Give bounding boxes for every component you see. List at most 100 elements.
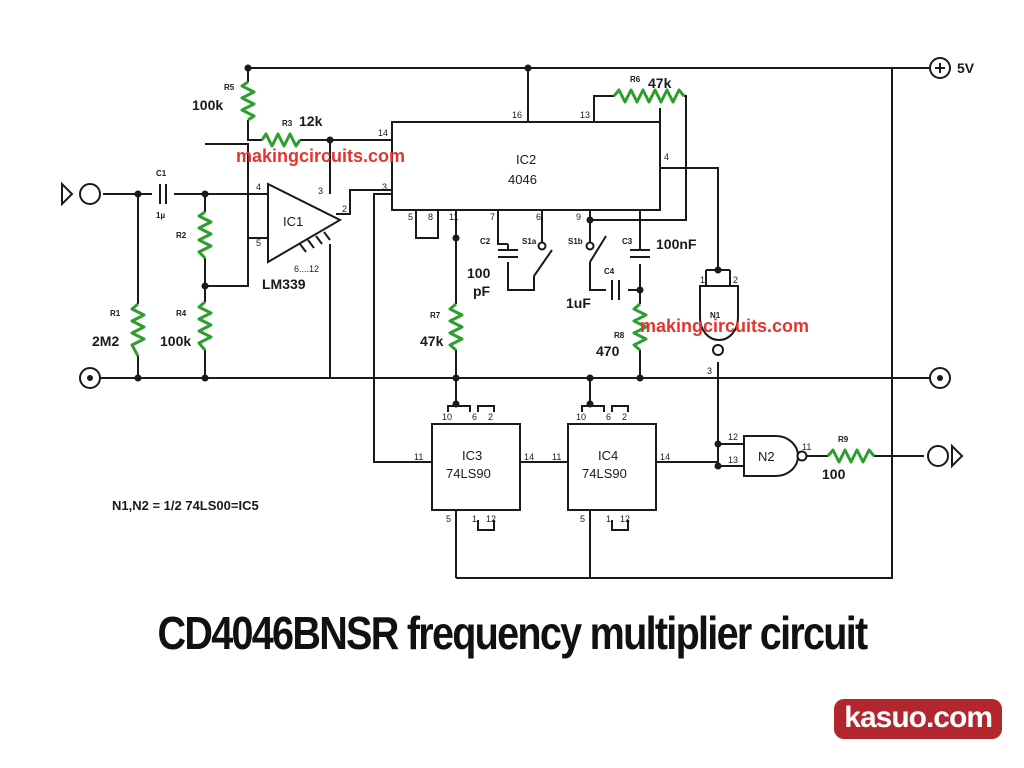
ic4-part: 74LS90 <box>582 466 627 481</box>
ic1-part: LM339 <box>262 276 306 292</box>
wires <box>100 67 930 579</box>
brand-logo[interactable]: kasuo.com <box>834 699 1002 739</box>
n2-pin-11: 11 <box>802 442 811 452</box>
ic3-pin-11: 11 <box>414 452 423 462</box>
supply-terminal <box>929 57 951 79</box>
c3-ref: C3 <box>622 237 633 246</box>
nand-gate-n1 <box>699 285 739 356</box>
r3-value: 12k <box>299 113 323 129</box>
c2-value-line1: 100 <box>467 265 491 281</box>
c2-ref: C2 <box>480 237 491 246</box>
r5-value: 100k <box>192 97 223 113</box>
watermark-bottom: makingcircuits.com <box>640 316 809 336</box>
watermark-top: makingcircuits.com <box>236 146 405 166</box>
n1-name: N1 <box>710 311 721 320</box>
ic1-pin-2: 2 <box>342 204 347 214</box>
resistor-r1 <box>130 302 146 357</box>
terminals <box>61 57 964 469</box>
ic2-pin-16: 16 <box>512 110 522 120</box>
r1-ref: R1 <box>110 309 121 318</box>
input-terminal <box>61 181 101 207</box>
r9-value: 100 <box>822 466 846 482</box>
n1-pin-1: 1 <box>700 275 705 285</box>
ic1-name: IC1 <box>283 214 303 229</box>
r6-value: 47k <box>648 75 672 91</box>
ground-terminal-right <box>929 367 951 389</box>
ic3-pin-12: 12 <box>486 514 496 524</box>
n1-pin-3: 3 <box>707 366 712 376</box>
r7-value: 47k <box>420 333 444 349</box>
ic2-pin-5: 5 <box>408 212 413 222</box>
s1b-ref: S1b <box>568 237 583 246</box>
nand-gate-n2 <box>743 435 808 477</box>
ic4-pin-11: 11 <box>552 452 561 462</box>
diagram-caption: CD4046BNSR frequency multiplier circuit <box>157 607 869 659</box>
ic2-pin-7: 7 <box>490 212 495 222</box>
resistor-r5 <box>240 80 256 122</box>
resistor-r6 <box>612 88 686 104</box>
ic2-pin-3: 3 <box>382 182 387 192</box>
ic2-part: 4046 <box>508 172 537 187</box>
ic2-pin-8: 8 <box>428 212 433 222</box>
resistor-r4 <box>197 300 213 351</box>
circuit-schematic: 5V R5 100k R3 12k C1 1µ R2 R1 2M2 R4 100… <box>61 57 975 579</box>
ic3-pin-6: 6 <box>472 412 477 422</box>
labels: 5V R5 100k R3 12k C1 1µ R2 R1 2M2 R4 100… <box>92 60 975 524</box>
n2-pin-12: 12 <box>728 432 738 442</box>
ic1-pin-4: 4 <box>256 182 261 192</box>
resistor-r7 <box>448 302 464 352</box>
c4-value: 1uF <box>566 295 591 311</box>
ic4-pin-14: 14 <box>660 452 670 462</box>
ic2-pin-14: 14 <box>378 128 388 138</box>
switch-s1b <box>585 235 607 263</box>
r5-ref: R5 <box>224 83 235 92</box>
c4-ref: C4 <box>604 267 615 276</box>
r9-ref: R9 <box>838 435 849 444</box>
capacitors <box>159 184 650 300</box>
ic1-pin-5: 5 <box>256 238 261 248</box>
resistor-r3 <box>260 132 302 148</box>
ic3-pin-1: 1 <box>472 514 477 524</box>
resistor-r2 <box>197 210 213 260</box>
ic2-pin-11: 11 <box>449 212 458 222</box>
c2-value-line2: pF <box>473 283 491 299</box>
n2-name: N2 <box>758 449 775 464</box>
switch-s1a <box>533 241 553 277</box>
ic3-pin-14: 14 <box>524 452 534 462</box>
capacitor-c2 <box>498 249 518 258</box>
ic4-pin-10: 10 <box>576 412 586 422</box>
ic1-comparator <box>267 182 343 264</box>
r3-ref: R3 <box>282 119 293 128</box>
gate-note: N1,N2 = 1/2 74LS00=IC5 <box>112 498 259 513</box>
c1-ref: C1 <box>156 169 167 178</box>
ic4-pin-6: 6 <box>606 412 611 422</box>
ic2-pin-13: 13 <box>580 110 590 120</box>
switches <box>533 235 607 277</box>
junction-dots <box>134 64 722 470</box>
ic4-pin-1: 1 <box>606 514 611 524</box>
ic2-pin-9: 9 <box>576 212 581 222</box>
ic2-pin-4: 4 <box>664 152 669 162</box>
ic4-pin-5: 5 <box>580 514 585 524</box>
r7-ref: R7 <box>430 311 441 320</box>
resistor-r8 <box>632 302 648 352</box>
ic3-74ls90 <box>431 423 521 511</box>
ic4-pin-12: 12 <box>620 514 630 524</box>
r8-ref: R8 <box>614 331 625 340</box>
ic2-4046 <box>391 121 661 211</box>
ic2-pin-6: 6 <box>536 212 541 222</box>
ic3-pin-2: 2 <box>488 412 493 422</box>
capacitor-c1 <box>159 184 167 204</box>
ic2-name: IC2 <box>516 152 536 167</box>
c3-value: 100nF <box>656 236 697 252</box>
ic3-pin-5: 5 <box>446 514 451 524</box>
r8-value: 470 <box>596 343 620 359</box>
ic3-name: IC3 <box>462 448 482 463</box>
ic4-name: IC4 <box>598 448 618 463</box>
ic3-part: 74LS90 <box>446 466 491 481</box>
ic4-74ls90 <box>567 423 657 511</box>
r2-ref: R2 <box>176 231 187 240</box>
output-terminal <box>927 443 964 469</box>
ic4-pin-2: 2 <box>622 412 627 422</box>
ic3-pin-10: 10 <box>442 412 452 422</box>
